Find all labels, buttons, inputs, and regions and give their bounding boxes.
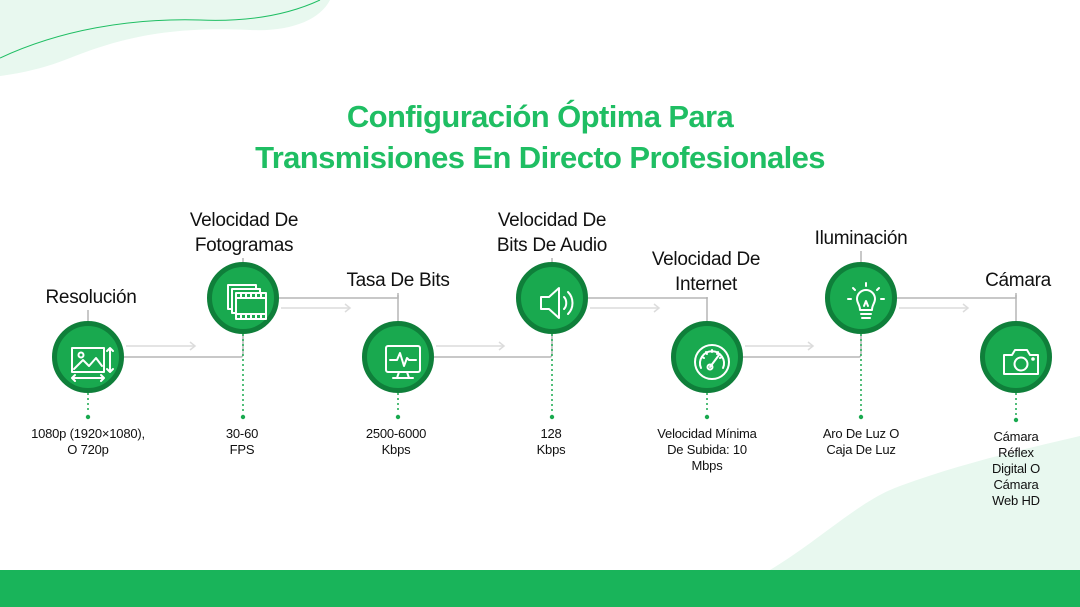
title-line-2: Transmisiones En Directo Profesionales	[255, 140, 825, 175]
speaker-icon	[540, 287, 574, 319]
step-label-resolucion: Resolución	[45, 287, 137, 308]
arrow-head	[962, 303, 970, 313]
step-circle-camara	[980, 321, 1052, 393]
step-circle-internet	[671, 321, 743, 393]
elbow-connector	[588, 297, 708, 299]
value-dot	[858, 414, 864, 420]
step-label-iluminacion: Iluminación	[814, 228, 908, 249]
step-circle-bits	[362, 321, 434, 393]
step-label-bits: Tasa De Bits	[346, 270, 450, 291]
step-circle-iluminacion	[825, 262, 897, 334]
monitor-pulse-icon	[385, 345, 421, 379]
step-circle-resolucion	[52, 321, 124, 393]
step-value-resolucion: 1080p (1920×1080),O 720p	[31, 426, 145, 457]
value-dot	[240, 414, 246, 420]
title-line-1: Configuración Óptima Para	[346, 99, 734, 134]
arrow-head	[344, 303, 352, 313]
value-dot	[549, 414, 555, 420]
bottom-bar	[0, 570, 1080, 607]
image-resize-icon	[71, 347, 114, 382]
arrow-head	[189, 341, 197, 351]
arrow-head	[807, 341, 815, 351]
lightbulb-icon	[847, 282, 885, 319]
elbow-connector	[897, 295, 1017, 299]
step-label-camara: Cámara	[985, 270, 1051, 291]
value-dot	[704, 414, 710, 420]
value-dot	[395, 414, 401, 420]
step-circle-fotogramas	[207, 262, 279, 334]
value-dot	[85, 414, 91, 420]
film-frames-icon	[227, 284, 267, 320]
elbow-connector	[279, 295, 399, 299]
arrow-head	[498, 341, 506, 351]
value-dot	[1013, 417, 1019, 423]
arrow-head	[653, 303, 661, 313]
speedometer-icon	[694, 344, 730, 380]
camera-icon	[1003, 349, 1039, 375]
step-circle-audio	[516, 262, 588, 334]
